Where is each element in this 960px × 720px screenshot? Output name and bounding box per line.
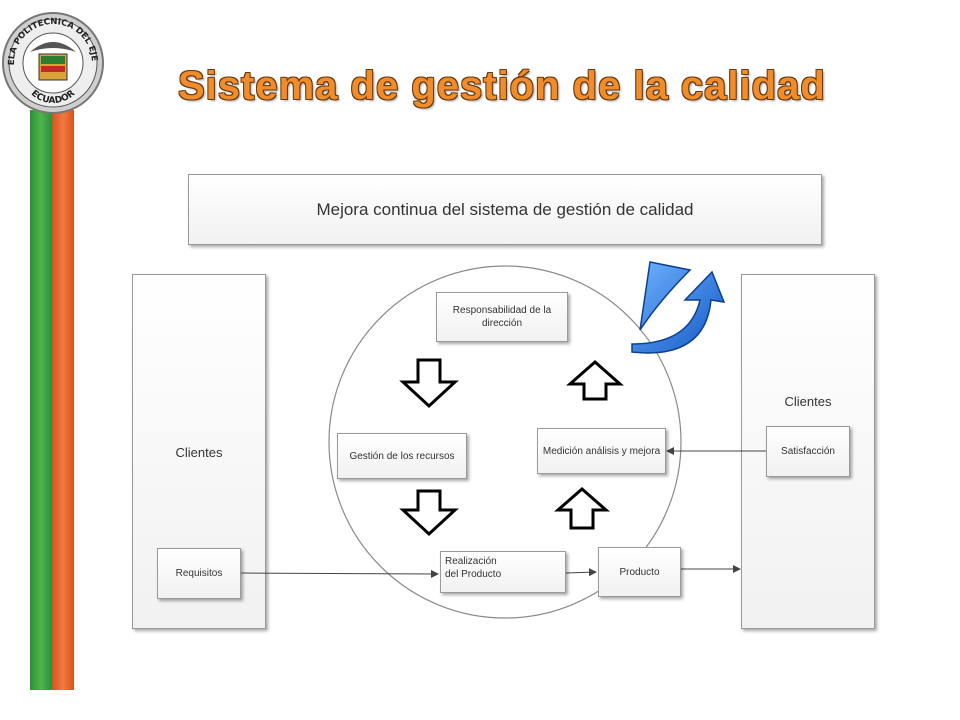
product-label: Producto xyxy=(619,566,660,578)
up-arrow-icon xyxy=(566,360,624,401)
management-responsibility-box: Responsabilidad de la dirección xyxy=(436,292,568,342)
ribbon-green xyxy=(30,110,52,690)
satisfaction-label: Satisfacción xyxy=(781,446,835,457)
product-box: Producto xyxy=(598,547,681,597)
product-realization-line1: Realización xyxy=(445,556,497,567)
resource-management-label: Gestión de los recursos xyxy=(349,450,455,462)
product-realization-line2: del Producto xyxy=(445,569,502,580)
up-arrow-icon xyxy=(554,487,610,530)
realization-to-product-arrow xyxy=(565,568,597,577)
down-arrow-icon xyxy=(399,489,459,537)
continuous-improvement-label: Mejora continua del sistema de gestión d… xyxy=(316,199,694,219)
measurement-analysis-box: Medición análisis y mejora xyxy=(537,428,666,474)
emblem-icon: ESCUELA POLITECNICA DEL EJERCITO ECUADOR xyxy=(0,10,104,114)
requirements-to-realization-arrow xyxy=(240,569,439,578)
clients-label-right: Clientes xyxy=(784,394,832,409)
down-arrow-icon xyxy=(399,358,459,409)
requirements-box: Requisitos xyxy=(157,548,241,599)
svg-text:ECUADOR: ECUADOR xyxy=(29,88,77,106)
resource-management-box: Gestión de los recursos xyxy=(337,433,467,479)
measurement-analysis-label: Medición análisis y mejora xyxy=(542,445,661,457)
requirements-label: Requisitos xyxy=(175,568,223,579)
ribbon-orange xyxy=(52,110,74,690)
product-realization-box: Realización del Producto xyxy=(440,551,566,593)
curved-blue-arrow-icon xyxy=(631,261,726,354)
continuous-improvement-box: Mejora continua del sistema de gestión d… xyxy=(188,174,822,245)
page-title: Sistema de gestión de la calidad xyxy=(178,64,826,108)
management-responsibility-label: Responsabilidad de la dirección xyxy=(452,305,552,329)
satisfaction-box: Satisfacción xyxy=(766,426,850,477)
process-circle xyxy=(328,265,682,619)
clients-label-left: Clientes xyxy=(175,445,223,460)
